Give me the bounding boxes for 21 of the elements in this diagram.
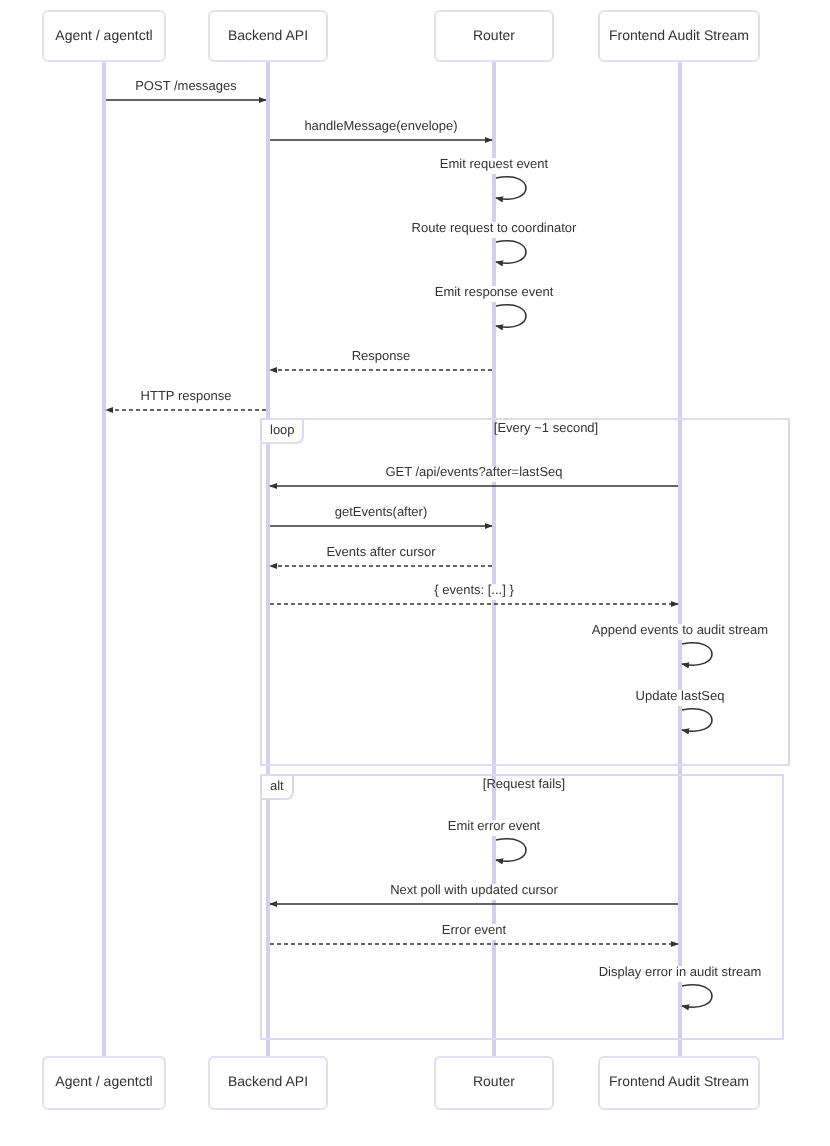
message-arrow — [105, 96, 267, 104]
lifeline — [102, 62, 106, 1056]
reply-arrow — [269, 562, 493, 570]
self-message-arrow — [681, 642, 713, 669]
reply-arrow — [105, 406, 267, 414]
lifeline — [678, 62, 682, 1056]
lifeline — [492, 62, 496, 1056]
message-arrow — [269, 136, 493, 144]
reply-arrow — [269, 940, 679, 948]
reply-arrow — [269, 366, 493, 374]
message-arrow — [269, 900, 679, 908]
lifeline — [266, 62, 270, 1056]
reply-arrow — [269, 600, 679, 608]
self-message-arrow — [495, 176, 527, 203]
self-message-arrow — [495, 240, 527, 267]
self-message-arrow — [681, 984, 713, 1011]
message-arrow — [269, 522, 493, 530]
self-message-arrow — [681, 708, 713, 735]
self-message-arrow — [495, 304, 527, 331]
message-arrow — [269, 482, 679, 490]
self-message-arrow — [495, 838, 527, 865]
